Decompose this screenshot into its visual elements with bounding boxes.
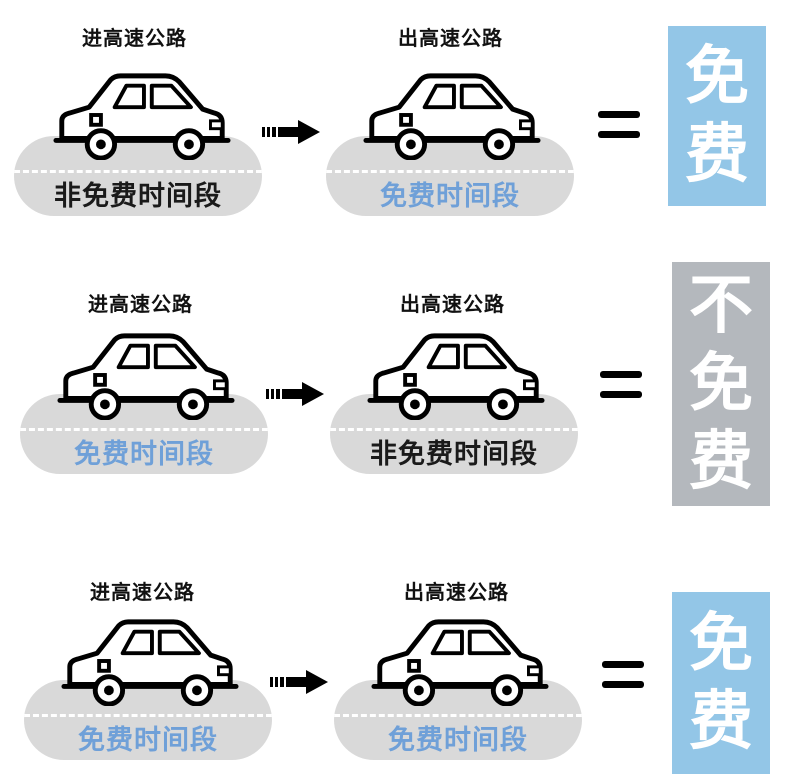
entry-period-text: 非免费时间段 [54, 181, 222, 212]
car-icon [56, 616, 244, 706]
exit-label: 出高速公路 [400, 292, 505, 316]
entry-period-pill: 免费时间段 [20, 394, 268, 474]
car-icon [48, 70, 236, 160]
arrow-right-icon [262, 120, 320, 144]
exit-label: 出高速公路 [404, 580, 509, 604]
result-char: 费 [689, 425, 753, 499]
entry-label: 进高速公路 [82, 26, 187, 50]
exit-period-pill: 非免费时间段 [330, 394, 578, 474]
arrow-right-icon [266, 382, 324, 406]
exit-period-text: 免费时间段 [380, 181, 520, 212]
equals-icon [598, 111, 640, 138]
rule-row-3: 进高速公路 免费时间段 出高速公路 免费时间段 免费 [0, 564, 787, 774]
entry-period-text: 免费时间段 [74, 439, 214, 470]
exit-period-pill: 免费时间段 [334, 680, 582, 760]
result-char: 不 [689, 269, 753, 343]
result-box: 免费 [672, 592, 770, 774]
exit-period-text: 免费时间段 [388, 725, 528, 756]
entry-label: 进高速公路 [88, 292, 193, 316]
result-box: 不免费 [672, 262, 770, 506]
result-char: 免 [689, 607, 753, 681]
result-char: 免 [685, 40, 749, 114]
exit-period-pill: 免费时间段 [326, 136, 574, 216]
result-box: 免费 [668, 26, 766, 206]
car-icon [52, 330, 240, 420]
entry-period-pill: 非免费时间段 [14, 136, 262, 216]
exit-label: 出高速公路 [398, 26, 503, 50]
result-char: 免 [689, 347, 753, 421]
entry-period-pill: 免费时间段 [24, 680, 272, 760]
entry-period-text: 免费时间段 [78, 725, 218, 756]
car-icon [358, 70, 546, 160]
rule-row-1: 进高速公路 非免费时间段 出高速公路 免费时间段 免费 [0, 14, 787, 216]
equals-icon [600, 371, 642, 398]
result-char: 费 [685, 118, 749, 192]
arrow-right-icon [270, 670, 328, 694]
entry-label: 进高速公路 [90, 580, 195, 604]
result-char: 费 [689, 685, 753, 759]
car-icon [366, 616, 554, 706]
car-icon [362, 330, 550, 420]
rule-row-2: 进高速公路 免费时间段 出高速公路 非免费时间段 不免费 [0, 262, 787, 506]
equals-icon [602, 661, 644, 688]
exit-period-text: 非免费时间段 [370, 439, 538, 470]
